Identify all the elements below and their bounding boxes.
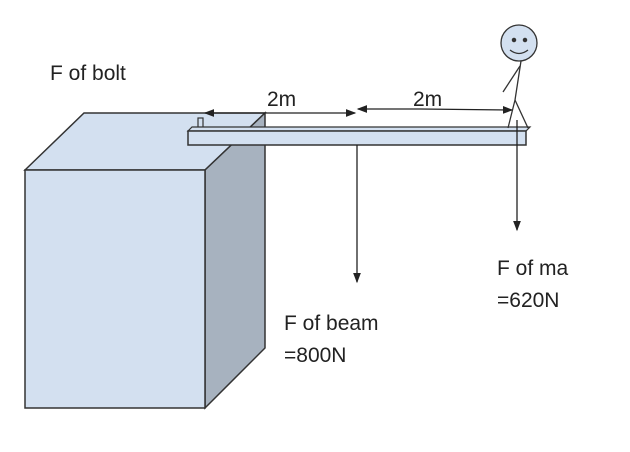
beam-force-value: =800N <box>284 344 346 367</box>
stick-figure <box>500 24 538 129</box>
man-force-label: F of ma <box>497 257 569 280</box>
box-front-face <box>24 169 206 409</box>
distance-right-label: 2m <box>413 88 442 111</box>
distance-arrow-right <box>419 106 514 114</box>
box <box>23 111 267 410</box>
bolt-force-label: F of bolt <box>50 62 126 85</box>
man-force-value: =620N <box>497 289 559 312</box>
beam <box>187 130 527 146</box>
smiley-head-icon <box>500 24 538 62</box>
beam-force-label: F of beam <box>284 312 379 335</box>
distance-left-label: 2m <box>267 88 296 111</box>
